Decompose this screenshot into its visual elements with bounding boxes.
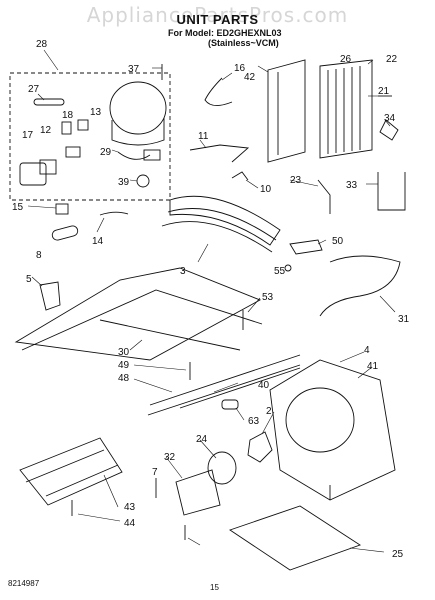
callout-24: 24 bbox=[196, 434, 208, 445]
page-title: UNIT PARTS bbox=[176, 12, 259, 27]
callout-16: 16 bbox=[234, 63, 246, 74]
callout-40: 40 bbox=[258, 380, 270, 391]
part-18-shape bbox=[61, 121, 72, 135]
part-27-shape bbox=[33, 98, 65, 106]
callout-42: 42 bbox=[244, 72, 256, 83]
callout-27: 27 bbox=[28, 84, 40, 95]
callout-25: 25 bbox=[392, 549, 404, 560]
part-29-plug bbox=[143, 149, 161, 161]
part-10-shape bbox=[231, 171, 249, 181]
part-15-shape bbox=[55, 203, 69, 215]
variant-line: (Stainless~VCM) bbox=[208, 38, 279, 48]
part-13-shape bbox=[77, 119, 89, 131]
part-23-shape bbox=[317, 179, 331, 214]
callout-33: 33 bbox=[346, 180, 358, 191]
callout-13: 13 bbox=[90, 107, 102, 118]
callout-18: 18 bbox=[62, 110, 74, 121]
part-50-shape bbox=[289, 239, 323, 255]
compressor-kit-box bbox=[9, 72, 171, 201]
callout-17: 17 bbox=[22, 130, 34, 141]
callout-21: 21 bbox=[378, 86, 390, 97]
callout-44: 44 bbox=[124, 518, 136, 529]
callout-23: 23 bbox=[290, 175, 302, 186]
part-48-shape bbox=[147, 354, 301, 416]
callout-30: 30 bbox=[118, 347, 130, 358]
callout-8: 8 bbox=[36, 250, 42, 261]
part-24-shape bbox=[207, 451, 237, 485]
callout-31: 31 bbox=[398, 314, 410, 325]
callout-50: 50 bbox=[332, 236, 344, 247]
callout-4: 4 bbox=[364, 345, 370, 356]
callout-26: 26 bbox=[340, 54, 352, 65]
callout-11: 11 bbox=[198, 131, 209, 142]
callout-10: 10 bbox=[260, 184, 272, 195]
part-5-shape bbox=[39, 281, 61, 311]
part-41-shape bbox=[269, 359, 396, 501]
callout-2: 2 bbox=[266, 406, 272, 417]
callout-34: 34 bbox=[384, 113, 396, 124]
part-29-shape bbox=[117, 151, 151, 160]
callout-53: 53 bbox=[262, 292, 274, 303]
part-3-shape bbox=[169, 195, 281, 246]
part-32-shape bbox=[175, 469, 221, 516]
part-31-shape bbox=[319, 255, 401, 317]
callout-37: 37 bbox=[128, 64, 140, 75]
callout-22: 22 bbox=[386, 54, 398, 65]
part-2-shape bbox=[247, 431, 273, 463]
part-26-shape bbox=[267, 59, 306, 163]
callout-43: 43 bbox=[124, 502, 136, 513]
callout-28: 28 bbox=[36, 39, 48, 50]
part-33-shape bbox=[377, 172, 406, 211]
callout-49: 49 bbox=[118, 360, 130, 371]
part-14-shape bbox=[99, 211, 129, 216]
part-63-shape bbox=[221, 399, 239, 410]
callout-12: 12 bbox=[40, 125, 52, 136]
callout-29: 29 bbox=[100, 147, 112, 158]
compressor-base bbox=[111, 118, 165, 146]
part-17b-shape bbox=[39, 159, 57, 175]
callout-41: 41 bbox=[367, 361, 379, 372]
callout-14: 14 bbox=[92, 236, 104, 247]
callout-55: 55 bbox=[274, 266, 286, 277]
part-34-shape bbox=[379, 119, 399, 141]
part-22-shape bbox=[319, 59, 373, 159]
callout-39: 39 bbox=[118, 177, 130, 188]
compressor-shape bbox=[109, 81, 167, 135]
callout-3: 3 bbox=[180, 266, 186, 277]
part-12-shape bbox=[65, 146, 81, 158]
part-25-shape bbox=[228, 505, 362, 571]
callout-63: 63 bbox=[248, 416, 260, 427]
part-16-shape bbox=[204, 77, 233, 106]
callout-32: 32 bbox=[164, 452, 176, 463]
callout-48: 48 bbox=[118, 373, 130, 384]
watermark: AppliancePartsPros.com bbox=[86, 3, 349, 27]
callout-7: 7 bbox=[152, 467, 158, 478]
part-39-shape bbox=[136, 174, 150, 188]
part-40-shape bbox=[179, 367, 301, 409]
model-line: For Model: ED2GHEXNL03 bbox=[168, 28, 282, 38]
part-30-shape bbox=[14, 267, 262, 361]
part-8-shape bbox=[51, 225, 79, 241]
page-number: 15 bbox=[210, 583, 219, 592]
callout-15: 15 bbox=[12, 202, 24, 213]
part-11-shape bbox=[189, 144, 250, 163]
callout-5: 5 bbox=[26, 274, 32, 285]
part-43-shape bbox=[19, 437, 123, 506]
document-number: 8214987 bbox=[8, 579, 40, 588]
